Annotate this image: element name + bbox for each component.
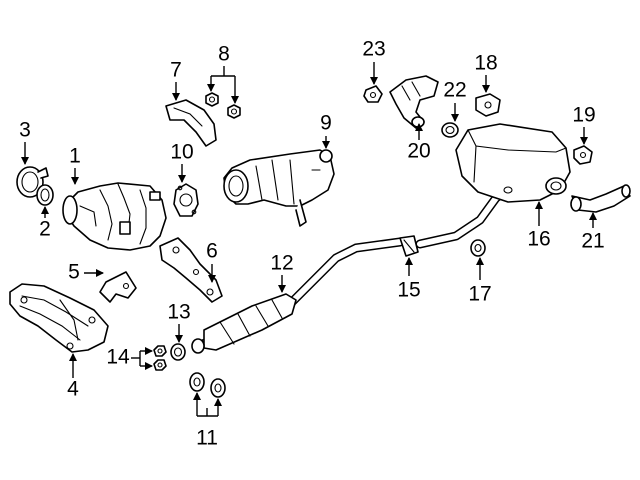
callout-22: 22: [443, 79, 466, 102]
part-6-bracket[interactable]: [159, 237, 223, 303]
part-1-catalytic-converter[interactable]: [62, 182, 167, 251]
callout-17: 17: [468, 283, 491, 306]
callout-18: 18: [474, 52, 497, 75]
callout-5: 5: [68, 261, 80, 284]
part-18-hanger[interactable]: [475, 93, 501, 117]
callout-6: 6: [206, 240, 218, 263]
callout-10: 10: [170, 141, 193, 164]
part-3-clamp[interactable]: [16, 166, 49, 198]
part-2-gasket[interactable]: [36, 184, 54, 206]
part-19-hanger[interactable]: [573, 145, 593, 165]
callout-2: 2: [39, 218, 51, 241]
callout-8: 8: [218, 43, 230, 66]
part-22-clamp[interactable]: [441, 122, 459, 138]
part-5-bracket[interactable]: [99, 271, 137, 303]
part-20-flex-pipe[interactable]: [389, 75, 439, 129]
part-11-hangers[interactable]: [189, 372, 226, 398]
callout-12: 12: [270, 252, 293, 275]
callout-15: 15: [397, 279, 420, 302]
callout-14: 14: [106, 346, 130, 369]
callout-4: 4: [67, 378, 79, 401]
callout-labels: 1 2 3 4 5 6 7 8 9 10 11 12 13 14 15 16 1…: [19, 38, 605, 450]
part-16-muffler[interactable]: [455, 123, 571, 203]
callout-1: 1: [69, 145, 81, 168]
callout-16: 16: [527, 228, 550, 251]
part-10-gasket[interactable]: [173, 183, 199, 217]
part-12-intermediate-pipe[interactable]: [191, 237, 405, 354]
part-9-front-pipe[interactable]: [223, 149, 335, 227]
callout-20: 20: [407, 140, 430, 163]
part-8-nuts[interactable]: [205, 92, 241, 119]
callout-11: 11: [196, 427, 218, 450]
callout-19: 19: [572, 104, 595, 127]
part-17-hanger[interactable]: [470, 239, 486, 257]
callout-21: 21: [581, 230, 604, 253]
part-15-clamp[interactable]: [399, 235, 419, 257]
leader-lines: [21, 62, 597, 417]
part-23-hanger[interactable]: [363, 85, 383, 103]
callout-3: 3: [19, 119, 31, 142]
part-4-heat-shield[interactable]: [9, 283, 109, 353]
part-14-nuts[interactable]: [153, 345, 167, 371]
callout-9: 9: [320, 112, 332, 135]
part-21-tailpipe[interactable]: [570, 184, 631, 213]
callout-23: 23: [362, 38, 385, 61]
part-7-heat-shield[interactable]: [165, 99, 217, 147]
callout-7: 7: [170, 59, 182, 82]
part-13-gasket[interactable]: [170, 343, 186, 361]
callout-13: 13: [167, 301, 190, 324]
